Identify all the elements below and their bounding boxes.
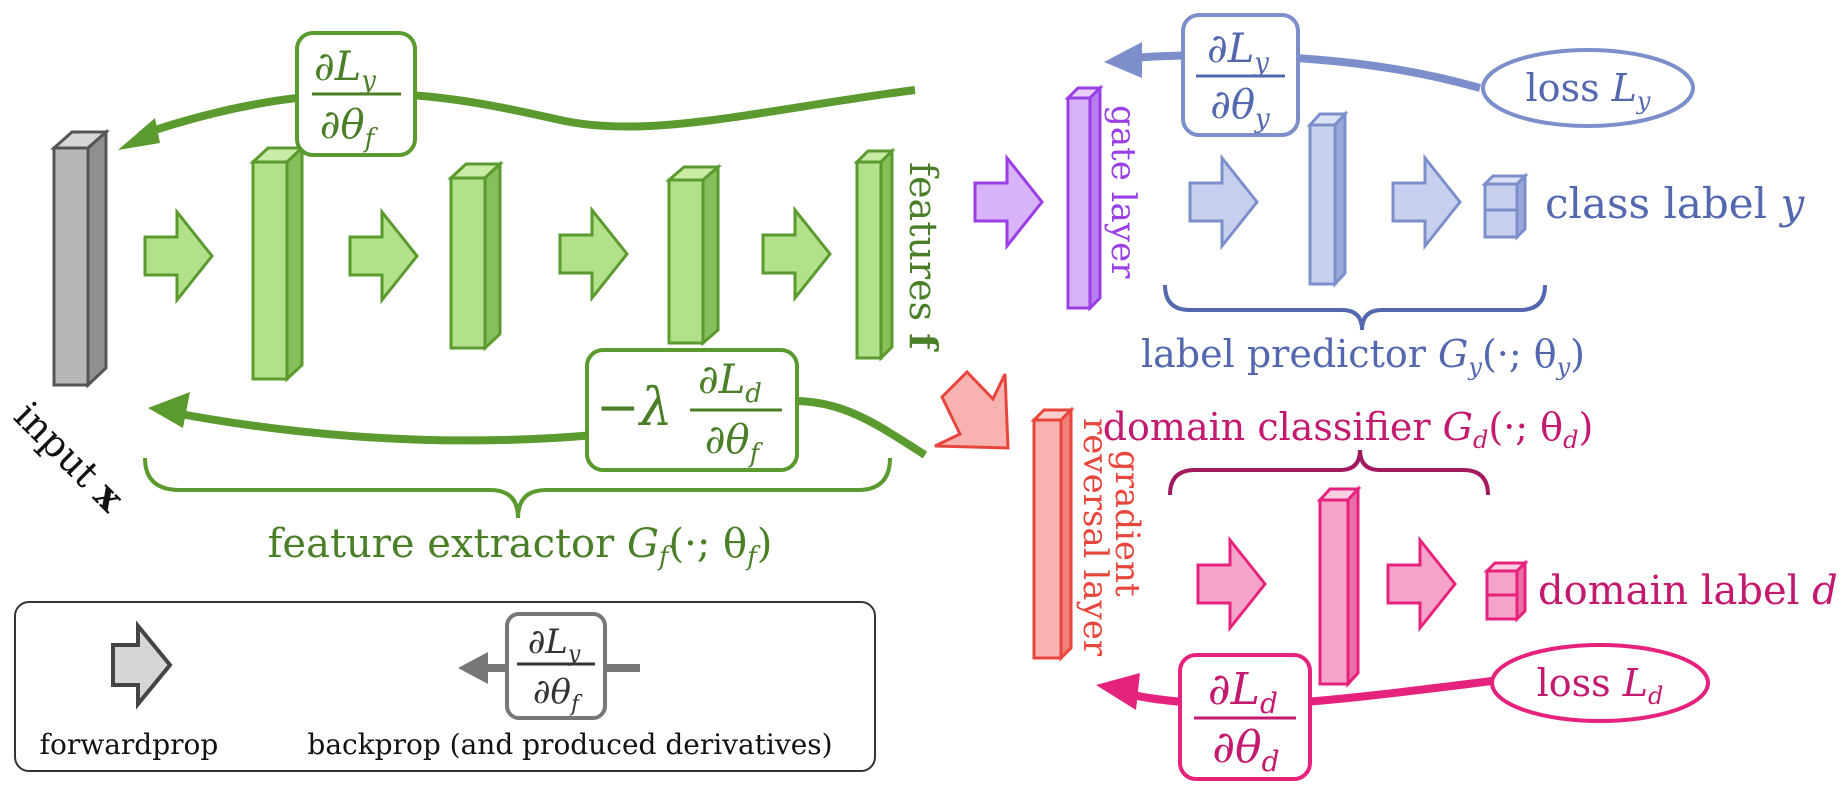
forward-arrow-blue-1 xyxy=(1188,153,1259,251)
legend-box xyxy=(14,601,876,772)
domain-label-text: domain label d xyxy=(1538,568,1838,614)
forward-arrow-blue-2 xyxy=(1391,153,1462,251)
input-label: input x xyxy=(6,393,134,521)
backprop-arrowhead-feature-bottom xyxy=(148,392,190,428)
feature-layer-3 xyxy=(664,163,723,347)
domain-label-output xyxy=(1483,559,1529,623)
domain-classifier-label: domain classifier Gd(·; θd) xyxy=(1103,405,1594,454)
backprop-curve-feature-bottom xyxy=(169,397,928,459)
backprop-arrowhead-feature-top xyxy=(118,118,160,150)
label-predictor-layer xyxy=(1306,110,1349,288)
gate-layer-label: gate layer xyxy=(1103,105,1143,279)
brace-label-predictor xyxy=(1163,284,1547,331)
derivative-box-dLd-dthetad: ∂Ld ∂θd xyxy=(1178,653,1312,781)
forward-arrow-green-4 xyxy=(761,205,832,303)
svg-text:∂θf: ∂θf xyxy=(533,672,583,717)
forward-arrow-pink-1 xyxy=(1196,535,1267,633)
backprop-arrowhead-domain xyxy=(1096,673,1140,710)
svg-text:∂θd: ∂θd xyxy=(1212,722,1279,778)
forward-arrow-green-1 xyxy=(143,207,214,305)
svg-text:∂θy: ∂θy xyxy=(1210,82,1270,134)
loss-y-node: loss Ly xyxy=(1481,48,1695,128)
forward-arrow-green-2 xyxy=(348,207,419,305)
forward-arrow-pink-2 xyxy=(1386,535,1457,633)
legend-backprop-label: backprop (and produced derivatives) xyxy=(307,728,832,761)
gradient-reversal-layer-block xyxy=(1030,406,1075,662)
label-predictor-label: label predictor Gy(·; θy) xyxy=(1141,332,1585,381)
features-label: features f xyxy=(901,162,946,352)
gate-layer-block xyxy=(1064,84,1104,312)
input-block xyxy=(50,128,110,389)
derivative-box-neg-lambda-dLd-dthetaf: −λ ∂Ld ∂θf xyxy=(585,348,799,472)
svg-text:∂θf: ∂θf xyxy=(320,102,379,154)
legend-backprop-arrowhead-icon xyxy=(458,652,488,684)
brace-feature-extractor xyxy=(143,457,892,519)
backprop-arrowhead-label xyxy=(1104,42,1142,78)
forward-arrow-purple xyxy=(973,153,1044,251)
legend: forwardprop ∂Ly ∂θf backprop (and produc… xyxy=(14,601,876,772)
legend-forward-arrow-icon xyxy=(111,620,173,710)
feature-extractor-label: feature extractor Gf(·; θf) xyxy=(268,521,773,572)
forward-arrow-red xyxy=(934,369,1010,450)
svg-text:∂Ly: ∂Ly xyxy=(1207,26,1269,78)
legend-forwardprop-label: forwardprop xyxy=(40,728,219,761)
derivative-box-dLy-dthetay: ∂Ly ∂θy xyxy=(1181,13,1300,137)
feature-layer-2 xyxy=(447,160,504,352)
svg-text:∂Ly: ∂Ly xyxy=(314,44,376,96)
svg-text:−λ: −λ xyxy=(596,378,673,438)
forward-arrow-green-3 xyxy=(558,205,629,303)
svg-text:loss Ld: loss Ld xyxy=(1537,661,1664,710)
feature-layer-4 xyxy=(853,147,896,362)
backprop-curve-feature-top xyxy=(138,86,916,139)
derivative-box-dLy-dthetaf: ∂Ly ∂θf xyxy=(295,31,417,157)
svg-text:∂Ld: ∂Ld xyxy=(1208,664,1278,720)
class-label-text: class label y xyxy=(1545,179,1805,228)
grl-label-line1: gradient xyxy=(1107,450,1147,597)
svg-text:∂Ld: ∂Ld xyxy=(698,357,762,409)
grl-label-line2: reversal layer xyxy=(1075,418,1115,657)
svg-text:loss Ly: loss Ly xyxy=(1526,66,1651,115)
domain-classifier-layer xyxy=(1316,485,1362,688)
feature-layer-1 xyxy=(249,144,306,383)
svg-text:∂Ly: ∂Ly xyxy=(528,622,581,667)
brace-domain-classifier xyxy=(1168,449,1490,496)
loss-d-node: loss Ld xyxy=(1490,643,1710,723)
class-label-output xyxy=(1481,172,1529,241)
